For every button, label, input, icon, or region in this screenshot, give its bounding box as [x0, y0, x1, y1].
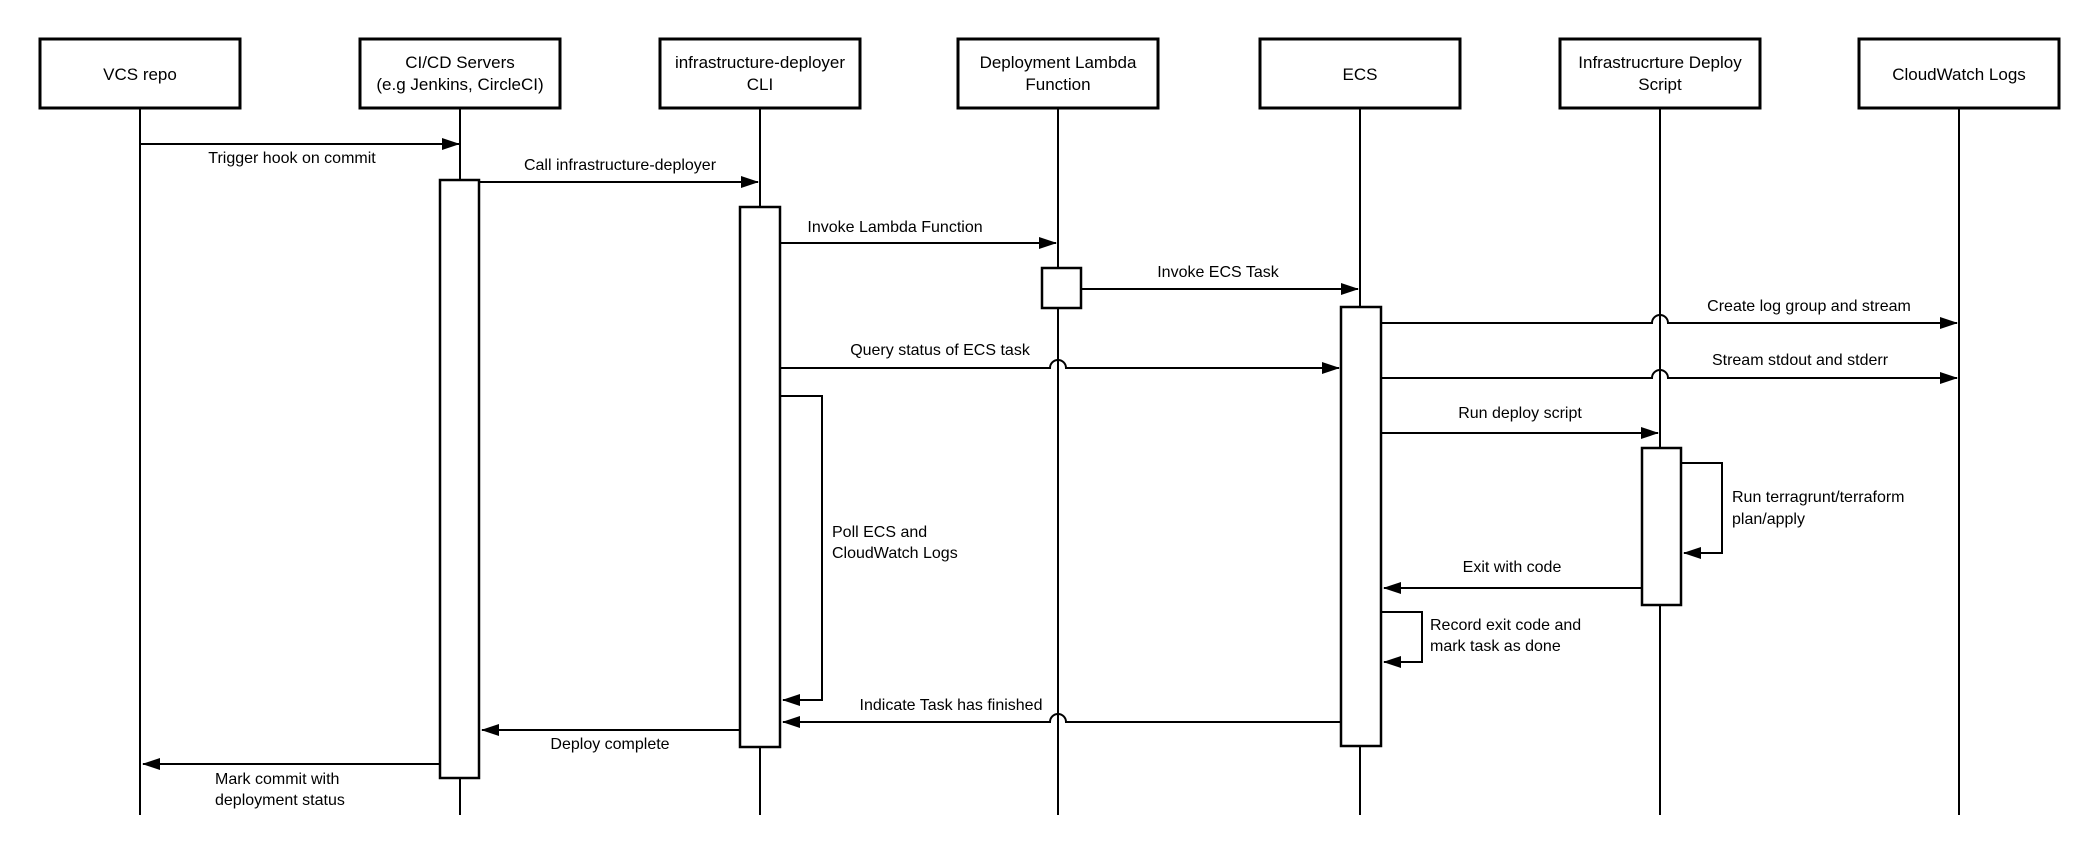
actor-label-infrastructure-deployer-cli-line1: infrastructure-deployer	[675, 53, 845, 72]
activation-cicd-servers	[438, 178, 481, 780]
label-poll-ecs-and-cloudwatch-logs-line1: Poll ECS and	[832, 524, 927, 541]
actor-label-infrastructure-deploy-script-line1: Infrastrucrture Deploy	[1578, 53, 1742, 72]
label-indicate-task-has-finished: Indicate Task has finished	[860, 697, 1043, 714]
actor-infrastructure-deployer-cli: infrastructure-deployer CLI	[658, 37, 862, 110]
actor-label-cloudwatch-logs: CloudWatch Logs	[1892, 65, 2026, 84]
actor-ecs: ECS	[1258, 37, 1462, 110]
message-invoke-ecs-task: Invoke ECS Task	[1081, 264, 1359, 295]
actor-label-cicd-servers-line2: (e.g Jenkins, CircleCI)	[376, 75, 543, 94]
label-mark-commit-line2: deployment status	[215, 792, 345, 809]
actor-deployment-lambda-function: Deployment Lambda Function	[956, 37, 1160, 110]
arrow-run-terragrunt-terraform	[1681, 462, 1723, 559]
message-create-log-group-and-stream: Create log group and stream	[1381, 298, 1958, 329]
activation-infrastructure-deployer-cli	[738, 205, 782, 749]
label-query-status-of-ecs-task: Query status of ECS task	[850, 342, 1031, 359]
actor-box-infrastructure-deploy-script	[1558, 37, 1762, 110]
arrow-stream-stdout-and-stderr	[1381, 369, 1958, 384]
actor-box-vcs-repo	[38, 37, 242, 110]
arrow-record-exit-code	[1381, 611, 1423, 668]
label-run-terragrunt-terraform-line1: Run terragrunt/terraform	[1732, 489, 1905, 506]
arrow-indicate-task-has-finished	[782, 713, 1341, 728]
label-invoke-ecs-task: Invoke ECS Task	[1157, 264, 1280, 281]
label-poll-ecs-and-cloudwatch-logs-line2: CloudWatch Logs	[832, 545, 958, 562]
actor-infrastructure-deploy-script: Infrastrucrture Deploy Script	[1558, 37, 1762, 110]
actor-box-ecs	[1258, 37, 1462, 110]
message-stream-stdout-and-stderr: Stream stdout and stderr	[1381, 352, 1958, 384]
label-mark-commit-line1: Mark commit with	[215, 771, 339, 788]
message-query-status-of-ecs-task: Query status of ECS task	[780, 342, 1340, 374]
actor-box-cloudwatch-logs	[1857, 37, 2061, 110]
actor-label-cicd-servers-line1: CI/CD Servers	[405, 53, 515, 72]
actor-label-infrastructure-deploy-script-line2: Script	[1638, 75, 1682, 94]
message-run-terragrunt-terraform: Run terragrunt/terraform plan/apply	[1681, 462, 1905, 559]
arrow-query-status-of-ecs-task	[780, 359, 1340, 374]
actor-label-ecs: ECS	[1343, 65, 1378, 84]
message-run-deploy-script: Run deploy script	[1381, 405, 1659, 439]
activation-deployment-lambda-function	[1040, 266, 1083, 310]
actor-label-deployment-lambda-function-line1: Deployment Lambda	[980, 53, 1137, 72]
message-exit-with-code: Exit with code	[1383, 559, 1642, 594]
label-create-log-group-and-stream: Create log group and stream	[1707, 298, 1911, 315]
label-stream-stdout-and-stderr: Stream stdout and stderr	[1712, 352, 1889, 369]
lifelines	[139, 108, 1960, 815]
label-invoke-lambda-function: Invoke Lambda Function	[807, 219, 982, 236]
actor-box-deployment-lambda-function	[956, 37, 1160, 110]
message-call-infrastructure-deployer: Call infrastructure-deployer	[479, 157, 759, 188]
actor-boxes: VCS repo CI/CD Servers (e.g Jenkins, Cir…	[38, 37, 2061, 110]
actor-label-vcs-repo: VCS repo	[103, 65, 177, 84]
messages: Trigger hook on commit Call infrastructu…	[140, 138, 1958, 809]
actor-cicd-servers: CI/CD Servers (e.g Jenkins, CircleCI)	[358, 37, 562, 110]
label-call-infrastructure-deployer: Call infrastructure-deployer	[524, 157, 717, 174]
message-poll-ecs-and-cloudwatch-logs: Poll ECS and CloudWatch Logs	[780, 395, 958, 706]
activation-infrastructure-deploy-script	[1640, 446, 1683, 607]
actor-box-infrastructure-deployer-cli	[658, 37, 862, 110]
actor-vcs-repo: VCS repo	[38, 37, 242, 110]
message-trigger-hook-on-commit: Trigger hook on commit	[140, 138, 460, 167]
label-record-exit-code-line1: Record exit code and	[1430, 617, 1581, 634]
label-exit-with-code: Exit with code	[1463, 559, 1562, 576]
activation-bars	[438, 178, 1683, 780]
message-record-exit-code: Record exit code and mark task as done	[1381, 611, 1581, 668]
label-record-exit-code-line2: mark task as done	[1430, 638, 1561, 655]
message-deploy-complete: Deploy complete	[481, 724, 740, 753]
actor-label-deployment-lambda-function-line2: Function	[1025, 75, 1090, 94]
label-trigger-hook-on-commit: Trigger hook on commit	[208, 150, 376, 167]
message-indicate-task-has-finished: Indicate Task has finished	[782, 697, 1341, 728]
message-invoke-lambda-function: Invoke Lambda Function	[780, 219, 1057, 249]
label-run-terragrunt-terraform-line2: plan/apply	[1732, 511, 1805, 528]
label-run-deploy-script: Run deploy script	[1458, 405, 1582, 422]
actor-cloudwatch-logs: CloudWatch Logs	[1857, 37, 2061, 110]
actor-label-infrastructure-deployer-cli-line2: CLI	[747, 75, 773, 94]
message-mark-commit: Mark commit with deployment status	[142, 758, 440, 809]
label-deploy-complete: Deploy complete	[550, 736, 669, 753]
arrow-create-log-group-and-stream	[1381, 314, 1958, 329]
activation-ecs	[1339, 305, 1383, 748]
arrow-poll-ecs-and-cloudwatch-logs	[780, 395, 823, 706]
actor-box-cicd-servers	[358, 37, 562, 110]
